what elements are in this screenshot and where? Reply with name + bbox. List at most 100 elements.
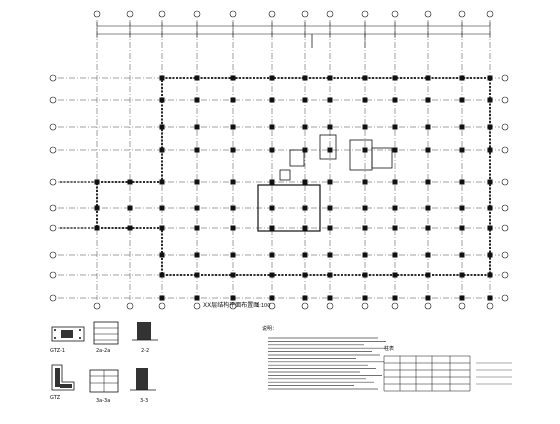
- column: [327, 295, 333, 301]
- column: [362, 225, 368, 231]
- detail-2-2: 2-2: [132, 322, 158, 354]
- column: [425, 272, 431, 278]
- axis-bubble: [49, 271, 57, 279]
- column: [230, 124, 236, 130]
- column: [392, 205, 398, 211]
- column: [269, 147, 275, 153]
- column: [425, 295, 431, 301]
- column: [302, 272, 308, 278]
- column: [327, 252, 333, 258]
- stair-core: [279, 34, 393, 181]
- axis-bubble: [501, 74, 509, 82]
- core-room: [289, 149, 305, 167]
- opening-outline: [257, 184, 321, 232]
- section-label-3a: 3a-3a: [96, 398, 110, 404]
- axis-bubble: [458, 10, 466, 18]
- column: [159, 147, 165, 153]
- column: [194, 295, 200, 301]
- axis-bubble: [501, 294, 509, 302]
- axis-bubble: [501, 146, 509, 154]
- column: [459, 295, 465, 301]
- column: [230, 97, 236, 103]
- column: [94, 205, 100, 211]
- column: [302, 225, 308, 231]
- column: [269, 272, 275, 278]
- column: [392, 75, 398, 81]
- column: [362, 124, 368, 130]
- column: [425, 205, 431, 211]
- axis-bubble: [93, 10, 101, 18]
- axis-bubble: [49, 224, 57, 232]
- plan-scale: 1:100: [256, 303, 270, 309]
- column: [327, 179, 333, 185]
- column: [425, 179, 431, 185]
- core-room: [319, 134, 337, 160]
- column: [159, 97, 165, 103]
- column: [362, 205, 368, 211]
- column: [269, 179, 275, 185]
- column: [127, 205, 133, 211]
- column: [392, 124, 398, 130]
- column: [94, 179, 100, 185]
- column-table: 柱表: [383, 345, 512, 392]
- column: [459, 97, 465, 103]
- column: [230, 205, 236, 211]
- column: [487, 147, 493, 153]
- column: [392, 272, 398, 278]
- column: [487, 205, 493, 211]
- column: [487, 124, 493, 130]
- column: [269, 97, 275, 103]
- axis-bubble: [501, 178, 509, 186]
- column: [302, 97, 308, 103]
- axis-bubble: [49, 294, 57, 302]
- axis-bubble: [326, 10, 334, 18]
- axis-bubble: [501, 204, 509, 212]
- detail-2a: 2a-2a: [93, 321, 119, 354]
- column: [459, 75, 465, 81]
- column: [159, 205, 165, 211]
- core-room: [349, 139, 373, 171]
- column: [230, 252, 236, 258]
- column: [302, 252, 308, 258]
- column: [459, 179, 465, 185]
- axis-bubble: [301, 10, 309, 18]
- column: [362, 75, 368, 81]
- column: [425, 124, 431, 130]
- axis-bubble: [229, 10, 237, 18]
- axis-bubble: [424, 302, 432, 310]
- column: [327, 97, 333, 103]
- column: [362, 295, 368, 301]
- column: [425, 75, 431, 81]
- column: [302, 147, 308, 153]
- column: [159, 295, 165, 301]
- plan-title: XX层结构平面布置图: [203, 301, 259, 309]
- column: [487, 295, 493, 301]
- column: [425, 147, 431, 153]
- axis-bubble: [391, 10, 399, 18]
- column: [327, 75, 333, 81]
- core-room: [279, 169, 291, 181]
- column: [459, 225, 465, 231]
- detail-3-3: 3-3: [130, 368, 156, 404]
- axis-bubble: [193, 302, 201, 310]
- column: [362, 252, 368, 258]
- column: [194, 97, 200, 103]
- column: [159, 75, 165, 81]
- axis-bubble: [268, 302, 276, 310]
- column: [159, 252, 165, 258]
- column: [194, 272, 200, 278]
- column: [230, 225, 236, 231]
- axis-bubble: [486, 302, 494, 310]
- core-room: [371, 147, 393, 169]
- column: [194, 252, 200, 258]
- column: [269, 225, 275, 231]
- axis-bubble: [501, 224, 509, 232]
- column: [392, 179, 398, 185]
- column: [487, 75, 493, 81]
- axis-bubble: [501, 251, 509, 259]
- axis-bubble: [158, 10, 166, 18]
- column: [230, 179, 236, 185]
- detail-gtz1: GTZ-1: [50, 326, 85, 354]
- column: [487, 252, 493, 258]
- column: [459, 272, 465, 278]
